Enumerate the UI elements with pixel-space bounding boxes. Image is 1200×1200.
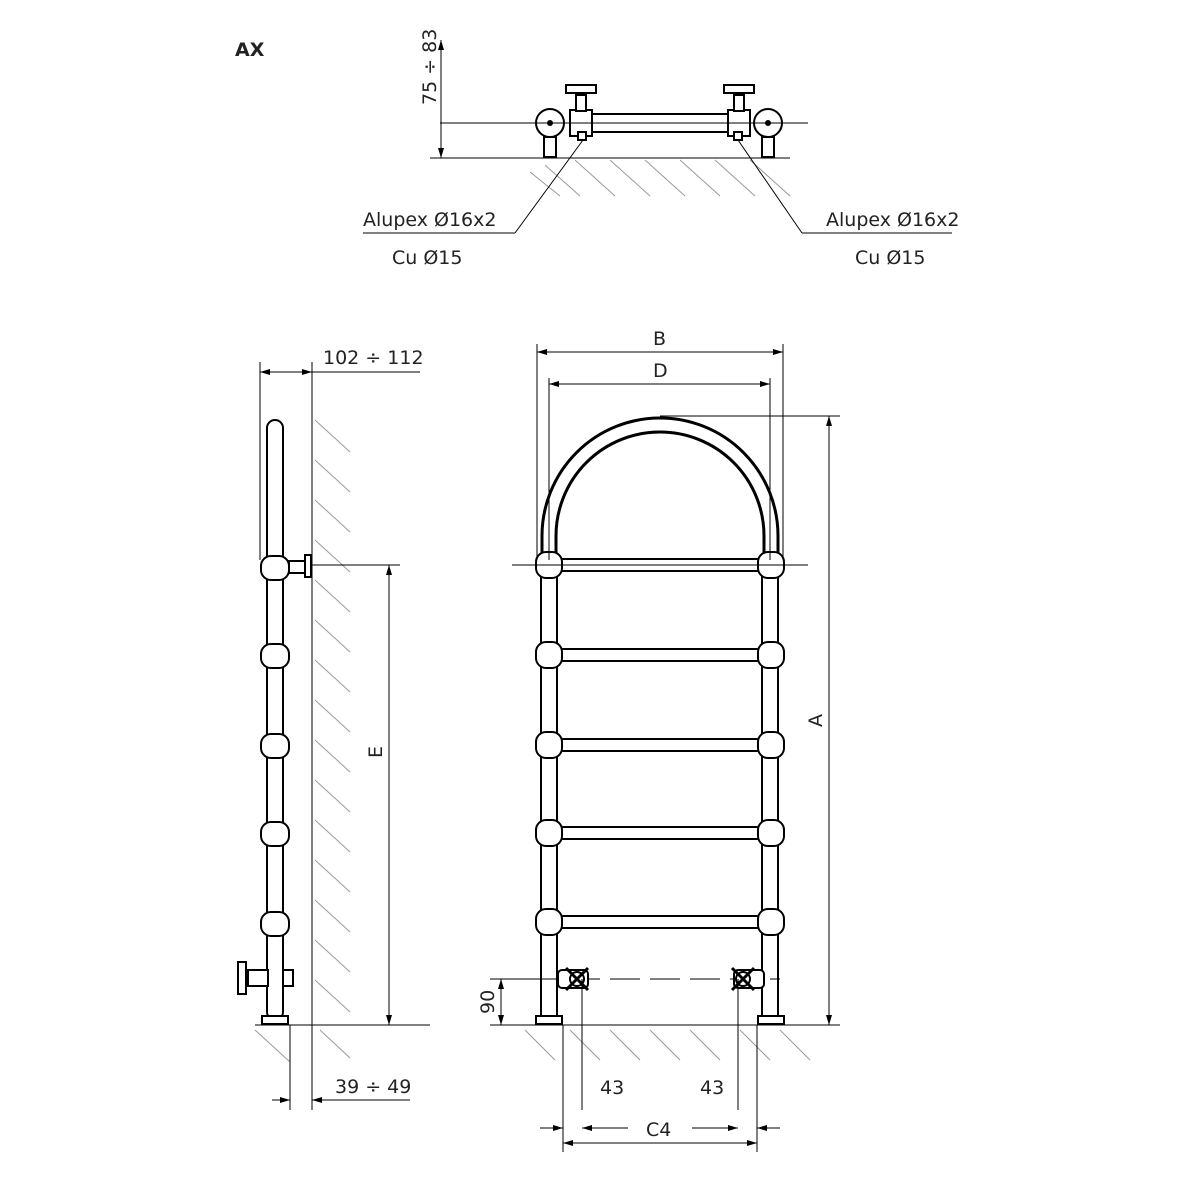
- left-cu-label: Cu Ø15: [392, 247, 462, 269]
- top-view: 75 ÷ 83 Alupex Ø16x2 Cu Ø15 Alupex Ø16x2…: [363, 29, 959, 269]
- width-b-dim: B: [653, 328, 666, 350]
- top-height-dim: 75 ÷ 83: [419, 29, 441, 105]
- top-wall-hatch: [529, 157, 791, 197]
- connection-spacing-dim: C4: [646, 1119, 671, 1141]
- front-floor-hatch: [524, 1029, 811, 1061]
- side-view: 102 ÷ 112 E 39 ÷ 49: [237, 347, 430, 1110]
- connection-height-dim: 90: [477, 990, 499, 1014]
- side-height-dim: E: [365, 746, 387, 758]
- front-view: B D A 90 43 43 C4: [477, 328, 840, 1152]
- wall-distance-dim: 102 ÷ 112: [323, 347, 424, 369]
- right-cu-label: Cu Ø15: [855, 247, 925, 269]
- right-alupex-label: Alupex Ø16x2: [826, 209, 959, 231]
- width-d-dim: D: [653, 360, 668, 382]
- height-a-dim: A: [805, 714, 827, 727]
- bottom-offset-dim: 39 ÷ 49: [335, 1076, 411, 1098]
- left-alupex-label: Alupex Ø16x2: [363, 209, 496, 231]
- rungs: [556, 558, 763, 929]
- model-title: AX: [235, 39, 265, 61]
- right-offset-dim: 43: [700, 1077, 724, 1099]
- side-wall-hatch: [254, 419, 351, 1063]
- left-offset-dim: 43: [600, 1077, 624, 1099]
